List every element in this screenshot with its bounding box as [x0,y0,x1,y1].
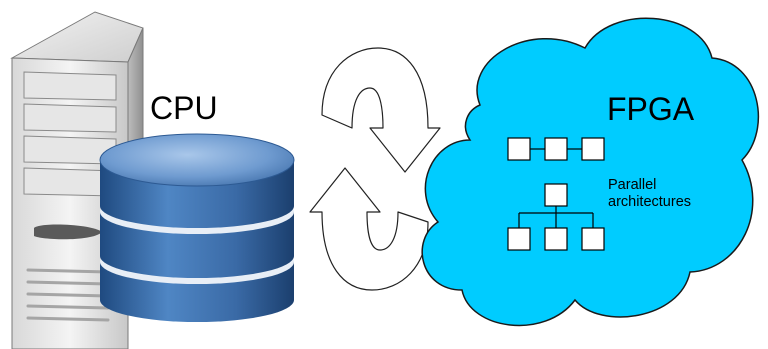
exchange-arrows-icon [309,47,441,291]
tower-slot [34,224,102,240]
database-lid [99,133,295,187]
arrow-to-cpu [309,167,429,291]
database-icon [99,133,295,322]
tower-drive-bays [23,71,117,197]
tower-top [10,11,144,63]
parallel-architectures-label: Parallel architectures [608,177,718,212]
computer-tower-icon [10,11,144,349]
pipeline-blocks-icon [507,137,605,161]
fpga-cloud [421,17,760,327]
tower-vents [26,268,110,322]
cpu-label: CPU [150,90,218,126]
parallel-label-line1: Parallel [608,177,657,193]
fpga-cloud-icon [421,17,760,327]
parallel-label-line2: architectures [608,194,692,211]
arrow-to-fpga [321,47,441,173]
parallel-tree-icon [507,183,605,251]
fpga-label: FPGA [607,91,695,127]
